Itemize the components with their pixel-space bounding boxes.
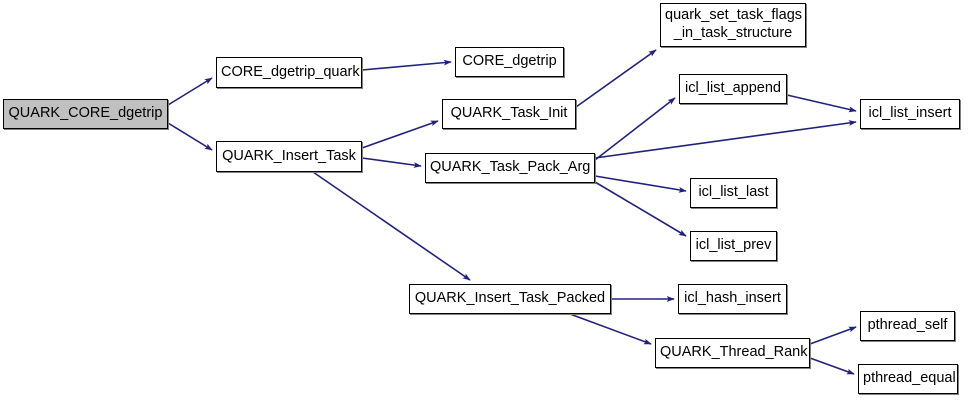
call-edge-quark_task_pack_arg-to-icl_list_insert [594,120,857,159]
call-edge-quark_task_init-to-quark_set_task_flags_in_task_structure [575,49,657,108]
call-edge-quark_insert_task-to-quark_task_pack_arg [361,157,422,168]
call-edge-quark_thread_rank-to-pthread_equal [809,357,855,375]
node-quark_insert_task_packed[interactable]: QUARK_Insert_Task_Packed [409,284,611,314]
node-icl_list_insert[interactable]: icl_list_insert [860,99,960,129]
call-edge-quark_task_pack_arg-to-icl_list_append [594,97,676,161]
node-label-quark_task_pack_arg: QUARK_Task_Pack_Arg [430,159,591,176]
node-icl_list_append[interactable]: icl_list_append [679,74,787,104]
node-label-quark_thread_rank: QUARK_Thread_Rank [660,344,808,361]
node-label-pthread_self: pthread_self [867,317,948,334]
call-edge-quark_core_dgetrip-to-core_dgetrip_quark [167,77,213,106]
node-label-quark_set_task_flags_in_task_structure: quark_set_task_flags _in_task_structure [665,7,803,41]
node-label-quark_core_dgetrip: QUARK_CORE_dgetrip [8,105,163,122]
node-pthread_equal[interactable]: pthread_equal [858,364,958,394]
node-core_dgetrip[interactable]: CORE_dgetrip [455,47,564,77]
node-label-icl_hash_insert: icl_hash_insert [684,290,781,307]
node-label-icl_list_insert: icl_list_insert [868,105,952,122]
call-edge-icl_list_append-to-icl_list_insert [786,94,857,113]
node-label-icl_list_last: icl_list_last [698,184,769,201]
node-icl_list_prev[interactable]: icl_list_prev [690,231,777,261]
node-pthread_self[interactable]: pthread_self [860,311,955,341]
node-quark_set_task_flags_in_task_structure[interactable]: quark_set_task_flags _in_task_structure [660,3,806,47]
call-edge-quark_insert_task_packed-to-quark_thread_rank [569,313,652,345]
call-edge-quark_thread_rank-to-pthread_self [809,326,857,345]
node-quark_core_dgetrip[interactable]: QUARK_CORE_dgetrip [3,99,168,129]
node-label-icl_list_append: icl_list_append [685,80,781,97]
node-label-core_dgetrip_quark: CORE_dgetrip_quark [221,63,360,80]
node-quark_insert_task[interactable]: QUARK_Insert_Task [216,141,362,172]
node-quark_task_pack_arg[interactable]: QUARK_Task_Pack_Arg [425,153,595,183]
call-edge-core_dgetrip_quark-to-core_dgetrip [361,59,452,71]
node-quark_task_init[interactable]: QUARK_Task_Init [442,99,576,129]
call-edge-quark_insert_task-to-quark_insert_task_packed [312,171,471,281]
node-quark_thread_rank[interactable]: QUARK_Thread_Rank [655,338,810,368]
node-icl_hash_insert[interactable]: icl_hash_insert [678,284,787,314]
call-edge-quark_task_pack_arg-to-icl_list_prev [594,181,687,237]
node-core_dgetrip_quark[interactable]: CORE_dgetrip_quark [216,57,362,88]
call-edge-quark_task_pack_arg-to-icl_list_last [594,175,687,193]
call-edge-quark_insert_task-to-quark_task_init [361,120,439,149]
node-label-quark_task_init: QUARK_Task_Init [450,105,568,122]
node-label-pthread_equal: pthread_equal [863,370,956,387]
node-label-core_dgetrip: CORE_dgetrip [462,53,557,70]
node-label-quark_insert_task: QUARK_Insert_Task [222,147,356,164]
node-label-icl_list_prev: icl_list_prev [695,237,772,254]
call-edge-quark_core_dgetrip-to-quark_insert_task [167,122,213,151]
node-icl_list_last[interactable]: icl_list_last [690,178,777,208]
node-label-quark_insert_task_packed: QUARK_Insert_Task_Packed [414,290,606,307]
